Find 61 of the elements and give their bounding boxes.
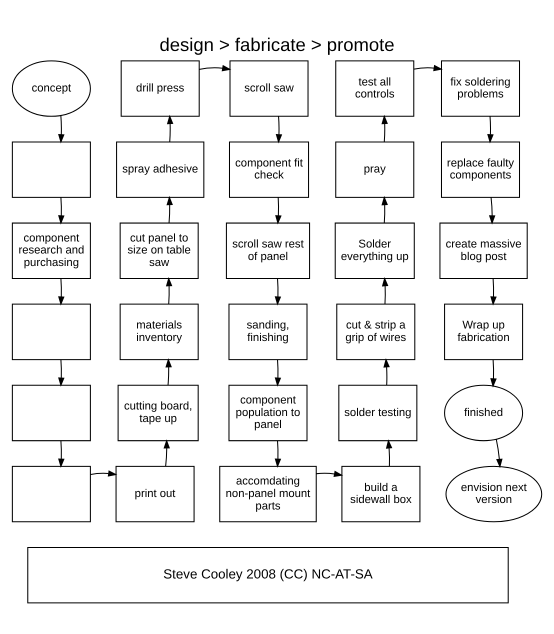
node-box: Solder everything up xyxy=(334,222,415,278)
arrow xyxy=(166,114,174,142)
arrow xyxy=(58,440,65,468)
diagram-title: design > fabricate > promote xyxy=(159,33,395,54)
node-box: spray adhesive xyxy=(116,140,204,198)
arrow xyxy=(490,278,497,306)
node-box xyxy=(12,303,91,360)
arrow xyxy=(382,276,388,304)
node-ellipse: concept xyxy=(12,60,91,116)
arrow xyxy=(90,470,118,476)
node-box xyxy=(12,140,91,198)
arrow xyxy=(414,64,443,71)
arrow xyxy=(496,438,503,468)
node-box: drill press xyxy=(120,60,200,116)
node-box: print out xyxy=(116,465,195,522)
node-box: Wrap up fabrication xyxy=(444,303,524,360)
node-box xyxy=(12,465,91,522)
arrow xyxy=(199,64,232,71)
arrow xyxy=(276,116,282,143)
arrow xyxy=(275,196,282,224)
arrow xyxy=(488,196,496,224)
node-box: component research and purchasing xyxy=(12,222,91,278)
arrow xyxy=(164,438,170,466)
arrow xyxy=(274,278,282,306)
node-box: cut & strip a grip of wires xyxy=(336,303,416,360)
node-box xyxy=(12,384,91,441)
node-box: test all controls xyxy=(335,60,414,116)
arrow xyxy=(381,195,388,223)
node-box: cut panel to size on table saw xyxy=(120,222,199,278)
arrow xyxy=(316,470,344,477)
arrow xyxy=(166,195,173,223)
arrow xyxy=(58,359,65,386)
node-box: accomdating non-panel mount parts xyxy=(219,465,317,522)
node-ellipse: finished xyxy=(444,384,524,441)
node-box: fix soldering problems xyxy=(440,60,520,116)
node-box: component fit check xyxy=(228,140,310,198)
node-box: cutting board, tape up xyxy=(118,384,199,441)
node-box: replace faulty components xyxy=(440,140,520,198)
arrow xyxy=(386,438,392,466)
arrow xyxy=(58,196,65,224)
node-box: create massive blog post xyxy=(439,222,528,278)
node-box: solder testing xyxy=(338,384,418,441)
caption: Steve Cooley 2008 (CC) NC-AT-SA xyxy=(163,566,373,582)
node-box: build a sidewall box xyxy=(341,465,420,522)
arrow xyxy=(381,114,388,142)
arrow xyxy=(274,359,282,386)
arrow xyxy=(165,358,172,385)
node-box: materials inventory xyxy=(120,303,199,360)
node-box: scroll saw rest of panel xyxy=(226,222,310,278)
arrow xyxy=(383,358,390,385)
node-ellipse: envision next version xyxy=(445,465,542,522)
arrow xyxy=(490,359,497,388)
node-box: component population to panel xyxy=(228,384,308,441)
arrow xyxy=(166,276,172,304)
node-box: scroll saw xyxy=(230,60,309,116)
node-box: pray xyxy=(335,140,414,198)
arrow xyxy=(58,114,65,143)
node-box: sanding, finishing xyxy=(228,303,308,360)
arrow xyxy=(274,440,282,468)
arrow xyxy=(58,278,65,306)
arrow xyxy=(487,116,494,143)
